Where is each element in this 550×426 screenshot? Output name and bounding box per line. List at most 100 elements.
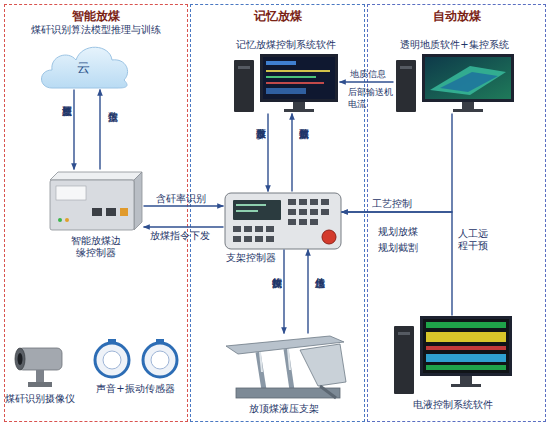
node-caption: 煤矸识别摄像仪 (5, 393, 75, 405)
controller-keypad (233, 199, 329, 242)
key (266, 226, 274, 232)
camera-lens (15, 348, 25, 370)
free-label: 规划截割 (378, 242, 418, 254)
pc-monitor (422, 54, 514, 102)
pc-bay (238, 66, 250, 69)
key (288, 199, 296, 205)
key (310, 219, 318, 225)
device-node: 放顶煤液压支架 (222, 334, 346, 400)
sensor-plug (156, 339, 164, 344)
key (233, 226, 241, 232)
cloud-label: 云 (77, 62, 90, 74)
node-caption: 透明地质软件+集控系统 (400, 39, 508, 51)
pc-monitor (420, 316, 512, 376)
arrow-connector (340, 81, 394, 82)
device-port (120, 208, 128, 216)
device-plate (56, 186, 86, 200)
arrow-connector (144, 226, 224, 227)
support-controller-icon (225, 193, 341, 249)
controller-display (233, 200, 281, 220)
arrow-connector (342, 114, 453, 213)
key (299, 199, 307, 205)
support-leg-rod (288, 349, 290, 370)
display-line (236, 210, 258, 212)
arrow-connector (342, 212, 453, 316)
pc-foot (284, 109, 314, 112)
node-caption: 记忆放煤控制系统软件 (236, 39, 336, 51)
pc-stand (293, 102, 305, 109)
device-side (134, 172, 142, 230)
device-led (65, 218, 69, 222)
edge-label: 人工远程干预 (458, 228, 494, 252)
sensor-core (151, 351, 169, 369)
screen-bar (266, 82, 324, 84)
device-node: 声音+振动传感器 (92, 340, 180, 380)
key (233, 236, 241, 242)
region-box: 自动放煤透明地质软件+集控系统电液控制系统软件 (367, 4, 546, 422)
pc-screen (263, 57, 335, 99)
pc-screen (425, 57, 511, 99)
arrow-connector (307, 250, 308, 334)
key (255, 226, 263, 232)
sensor-ring (95, 343, 129, 377)
key (255, 236, 263, 242)
arrow-connector (73, 90, 74, 170)
node-caption: 电液控制系统软件 (413, 399, 493, 411)
key (321, 199, 329, 205)
screen-bar (426, 332, 506, 342)
pc-tower (396, 60, 416, 112)
arrow-connector (144, 205, 224, 206)
stop-button (322, 230, 336, 244)
support-leg-rod (260, 352, 262, 372)
device-node: 透明地质软件+集控系统 (394, 54, 516, 114)
arrow-connector (99, 90, 100, 170)
screen-bar (426, 354, 506, 362)
key (310, 199, 318, 205)
sensor-core (103, 351, 121, 369)
hydraulic-support-icon (226, 336, 346, 398)
region-box: 记忆放煤记忆放煤控制系统软件支架控制器放顶煤液压支架 (190, 4, 365, 422)
node-caption: 放顶煤液压支架 (249, 403, 319, 415)
node-caption: 智能放煤边缘控制器 (68, 235, 124, 259)
pc-screen (423, 319, 509, 373)
screen-bar (266, 70, 330, 72)
device-node: 电液控制系统软件 (393, 316, 513, 396)
edge-label: 工艺控制 (372, 198, 412, 210)
key (266, 236, 274, 242)
pc-bay (400, 66, 412, 69)
screen-bar (266, 61, 296, 65)
edge-label: 放煤指令下发 (150, 230, 210, 242)
support-shield (300, 344, 346, 386)
pc-tower (394, 326, 414, 394)
geology-model (430, 66, 506, 95)
region-heading: 记忆放煤 (191, 8, 364, 25)
edge-controller-icon (50, 172, 142, 230)
cloud-shape (42, 47, 128, 88)
support-leg (258, 352, 264, 390)
screen-bar (266, 76, 316, 78)
region-box: 智能放煤云智能放煤边缘控制器煤矸识别摄像仪声音+振动传感器 (4, 4, 188, 422)
camera-icon (15, 348, 62, 387)
device-led (58, 218, 62, 222)
device-face (50, 180, 134, 230)
computer-icon (234, 54, 338, 112)
camera-mount (36, 370, 44, 382)
free-label: 煤矸识别算法模型推理与训练 (31, 24, 161, 36)
device-node: 智能放煤边缘控制器 (48, 170, 144, 232)
node-caption: 声音+振动传感器 (96, 383, 174, 395)
node-caption: 支架控制器 (226, 252, 276, 264)
key (310, 209, 318, 215)
arrow-connector (291, 114, 292, 192)
edge-label: 含矸率识别 (156, 193, 206, 205)
device-node: 支架控制器 (224, 192, 342, 250)
device-port (92, 208, 102, 216)
screen-bar (266, 88, 306, 94)
sensor-ring (143, 343, 177, 377)
screen-bar (426, 322, 506, 328)
arrow-connector (283, 250, 284, 334)
free-label: 后部输送机电流 (348, 86, 396, 110)
device-node: 记忆放煤控制系统软件 (232, 54, 340, 114)
screen-bar (426, 365, 506, 370)
arrow-connector (267, 114, 268, 192)
